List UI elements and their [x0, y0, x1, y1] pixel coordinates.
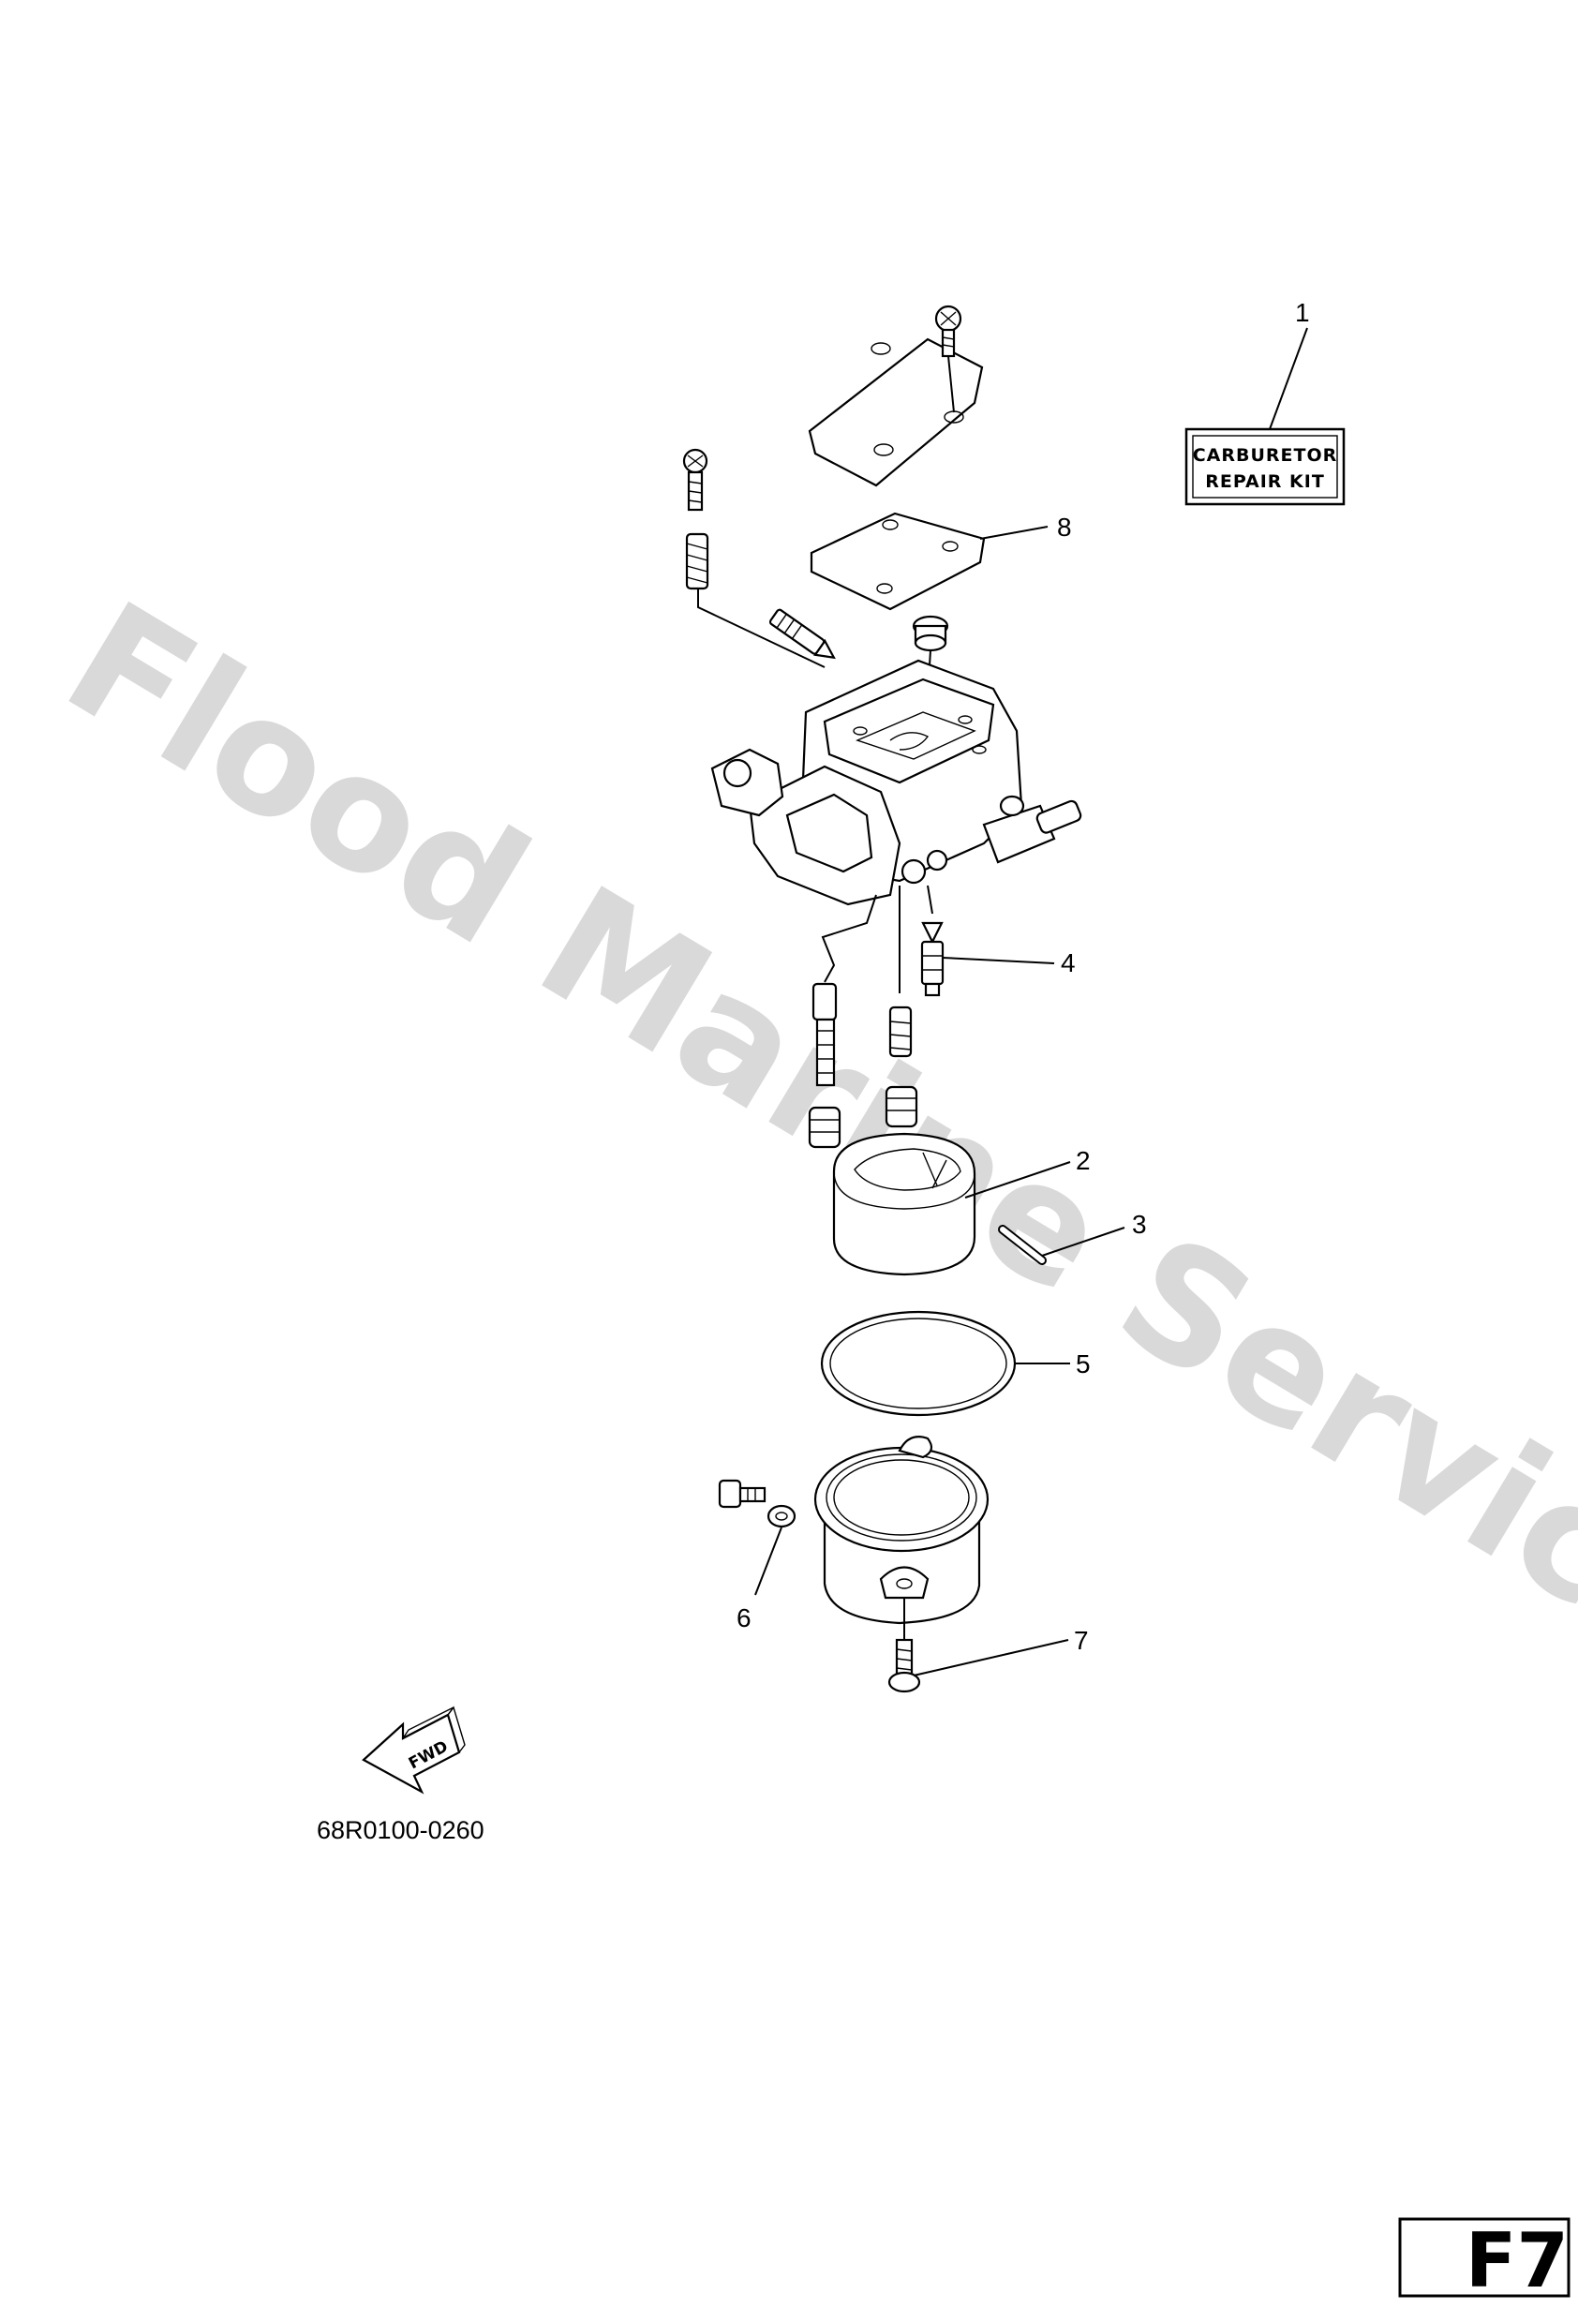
main-jet-icon: [808, 1106, 841, 1149]
main-nozzle-icon: [811, 982, 838, 1087]
bowl-screw-part-7: [887, 1638, 921, 1693]
page-label-box: F7: [1398, 2217, 1571, 2304]
page-label: F7: [1466, 2217, 1569, 2304]
washer-part-6: [767, 1504, 796, 1528]
repair-kit-line-1: CARBURETOR: [1193, 445, 1338, 466]
spring-icon: [685, 532, 709, 590]
gasket-part-8: [810, 512, 986, 611]
float-bowl: [813, 1436, 990, 1625]
needle-valve-part-4: [920, 921, 945, 997]
callout-2: 2: [1076, 1146, 1091, 1175]
figure-code: 68R0100-0260: [317, 1816, 484, 1844]
pilot-jet-icon: [888, 1006, 913, 1058]
plug-icon: [912, 615, 949, 652]
callout-3: 3: [1132, 1210, 1147, 1239]
float-part-2: [832, 1132, 976, 1276]
pilot-screw-icon: [682, 448, 708, 512]
throttle-stop-screw-icon: [768, 608, 836, 660]
repair-kit-line-2: REPAIR KIT: [1205, 471, 1325, 492]
drain-screw-icon: [718, 1479, 767, 1509]
jet-plug-icon: [885, 1085, 918, 1128]
callout-4: 4: [1061, 948, 1076, 977]
float-pin-part-3: [998, 1225, 1047, 1265]
callout-6: 6: [737, 1603, 752, 1632]
fwd-arrow-icon: FWD: [362, 1706, 466, 1795]
o-ring-part-5: [820, 1310, 1017, 1417]
callout-5: 5: [1076, 1349, 1091, 1378]
callout-8: 8: [1057, 513, 1072, 542]
cover-plate: [808, 337, 984, 487]
callout-1: 1: [1295, 298, 1310, 327]
callout-7: 7: [1074, 1626, 1089, 1655]
repair-kit-box: CARBURETOR REPAIR KIT: [1184, 427, 1346, 506]
carburetor-body: [710, 659, 1082, 906]
